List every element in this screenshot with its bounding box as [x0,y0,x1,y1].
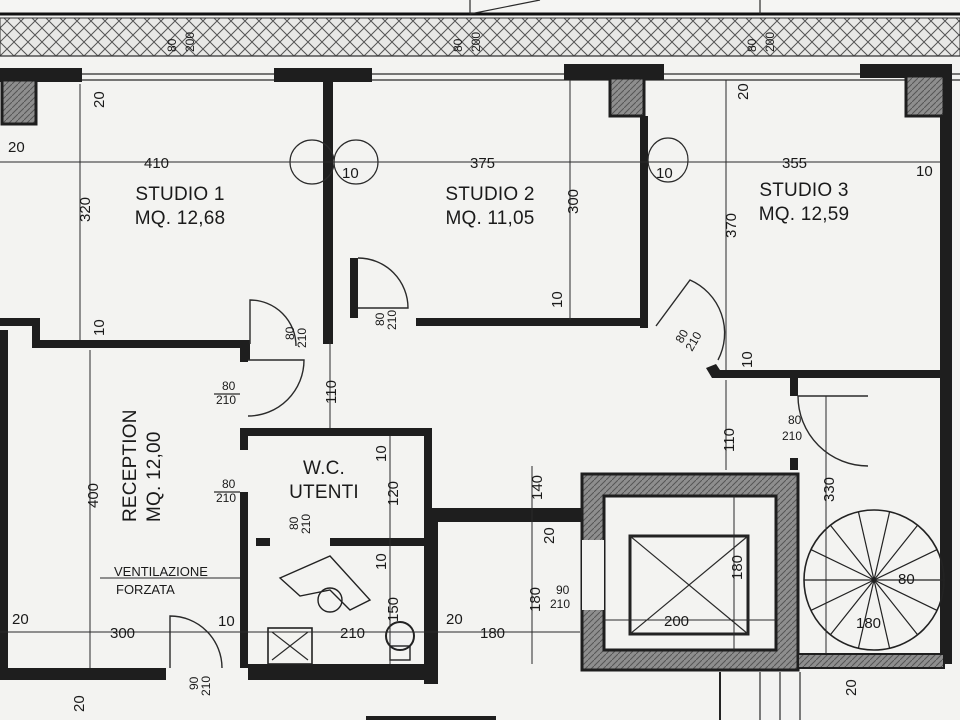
svg-text:210: 210 [385,310,399,330]
svg-text:80: 80 [451,38,465,52]
room-name-studio-1: STUDIO 1 [135,184,224,205]
stair-tread [829,579,875,636]
note-forzata: FORZATA [116,582,175,597]
svg-text:180: 180 [527,587,544,612]
svg-text:20: 20 [735,83,752,100]
svg-text:355: 355 [782,155,807,172]
note-ventilazione: VENTILAZIONE [114,564,208,579]
svg-text:210: 210 [199,676,213,696]
room-area-studio-1: MQ. 12,68 [135,208,226,229]
svg-text:210: 210 [782,429,802,443]
svg-text:80: 80 [898,571,915,588]
top-dimension-marks: 80 200 80 200 80 200 [165,32,777,52]
svg-text:210: 210 [295,328,309,348]
svg-text:10: 10 [218,613,235,630]
wc-fixtures [267,555,415,665]
stair-tread [873,579,891,649]
svg-text:120: 120 [385,481,402,506]
stair-tread [810,579,875,611]
room-area-wc: UTENTI [289,482,359,503]
svg-text:200: 200 [763,32,777,52]
svg-text:300: 300 [565,189,582,214]
svg-text:210: 210 [216,393,236,407]
stair-tread [873,579,938,611]
door-size-labels: 80 210 80 210 80 210 80 210 80 210 90 21… [187,310,802,696]
svg-text:200: 200 [664,613,689,630]
svg-text:20: 20 [446,611,463,628]
svg-text:200: 200 [469,32,483,52]
svg-text:10: 10 [549,291,566,308]
svg-text:90: 90 [556,583,570,597]
room-name-studio-3: STUDIO 3 [759,180,848,201]
svg-text:110: 110 [721,428,738,452]
dimension-lines [0,80,940,668]
svg-text:80: 80 [373,312,387,326]
svg-text:80: 80 [222,477,236,491]
room-name-wc: W.C. [303,458,345,479]
svg-text:20: 20 [8,139,25,156]
room-name-reception: RECEPTION [120,409,141,522]
room-name-studio-2: STUDIO 2 [445,184,534,205]
spiral-staircase [797,509,945,669]
svg-text:10: 10 [739,351,756,368]
stair-tread [873,524,919,581]
svg-text:20: 20 [71,695,88,712]
elevator-shaft [580,472,800,672]
pillars [0,74,946,126]
svg-text:370: 370 [723,213,740,238]
svg-text:180: 180 [729,555,746,580]
svg-text:210: 210 [216,491,236,505]
room-labels: STUDIO 1 MQ. 12,68 STUDIO 2 MQ. 11,05 ST… [114,180,849,597]
stair-tread [873,511,891,581]
svg-text:10: 10 [916,163,933,180]
svg-text:375: 375 [470,155,495,172]
svg-text:20: 20 [843,679,860,696]
svg-text:400: 400 [85,483,102,508]
stair-tread [829,524,875,581]
svg-text:140: 140 [529,475,546,500]
room-area-studio-2: MQ. 11,05 [445,208,534,229]
svg-text:80: 80 [222,379,236,393]
svg-text:10: 10 [342,165,359,182]
svg-text:300: 300 [110,625,135,642]
svg-text:10: 10 [373,553,390,570]
svg-text:20: 20 [541,527,558,544]
stair-tread [810,549,875,581]
dimension-texts: 410 375 355 320 300 370 400 330 300 180 … [8,83,933,642]
interior-walls [0,82,944,684]
svg-text:330: 330 [821,477,838,502]
svg-text:150: 150 [385,597,402,622]
svg-text:80: 80 [788,413,802,427]
svg-text:80: 80 [287,516,301,530]
svg-text:200: 200 [183,32,197,52]
stair-tread [873,549,938,581]
top-strip [0,0,960,16]
stair-tread [873,579,919,636]
svg-text:210: 210 [299,514,313,534]
svg-text:210: 210 [340,625,365,642]
svg-text:180: 180 [856,615,881,632]
svg-text:110: 110 [323,380,340,404]
svg-text:90: 90 [187,676,201,690]
svg-text:80: 80 [165,38,179,52]
room-area-studio-3: MQ. 12,59 [759,204,850,225]
svg-text:10: 10 [373,445,390,462]
perimeter-hatch-band [0,17,960,57]
room-area-reception: MQ. 12,00 [144,431,165,522]
stair-tread [857,511,875,581]
stair-tread [857,579,875,649]
svg-text:180: 180 [480,625,505,642]
bottom-strip: 20 20 [71,672,940,720]
svg-text:320: 320 [77,197,94,222]
svg-text:10: 10 [91,319,108,336]
svg-text:80: 80 [672,327,691,346]
svg-text:20: 20 [91,91,108,108]
svg-text:80: 80 [283,326,297,340]
svg-text:80: 80 [745,38,759,52]
svg-text:410: 410 [144,155,169,172]
svg-text:20: 20 [12,611,29,628]
svg-text:10: 10 [656,165,673,182]
svg-text:210: 210 [550,597,570,611]
